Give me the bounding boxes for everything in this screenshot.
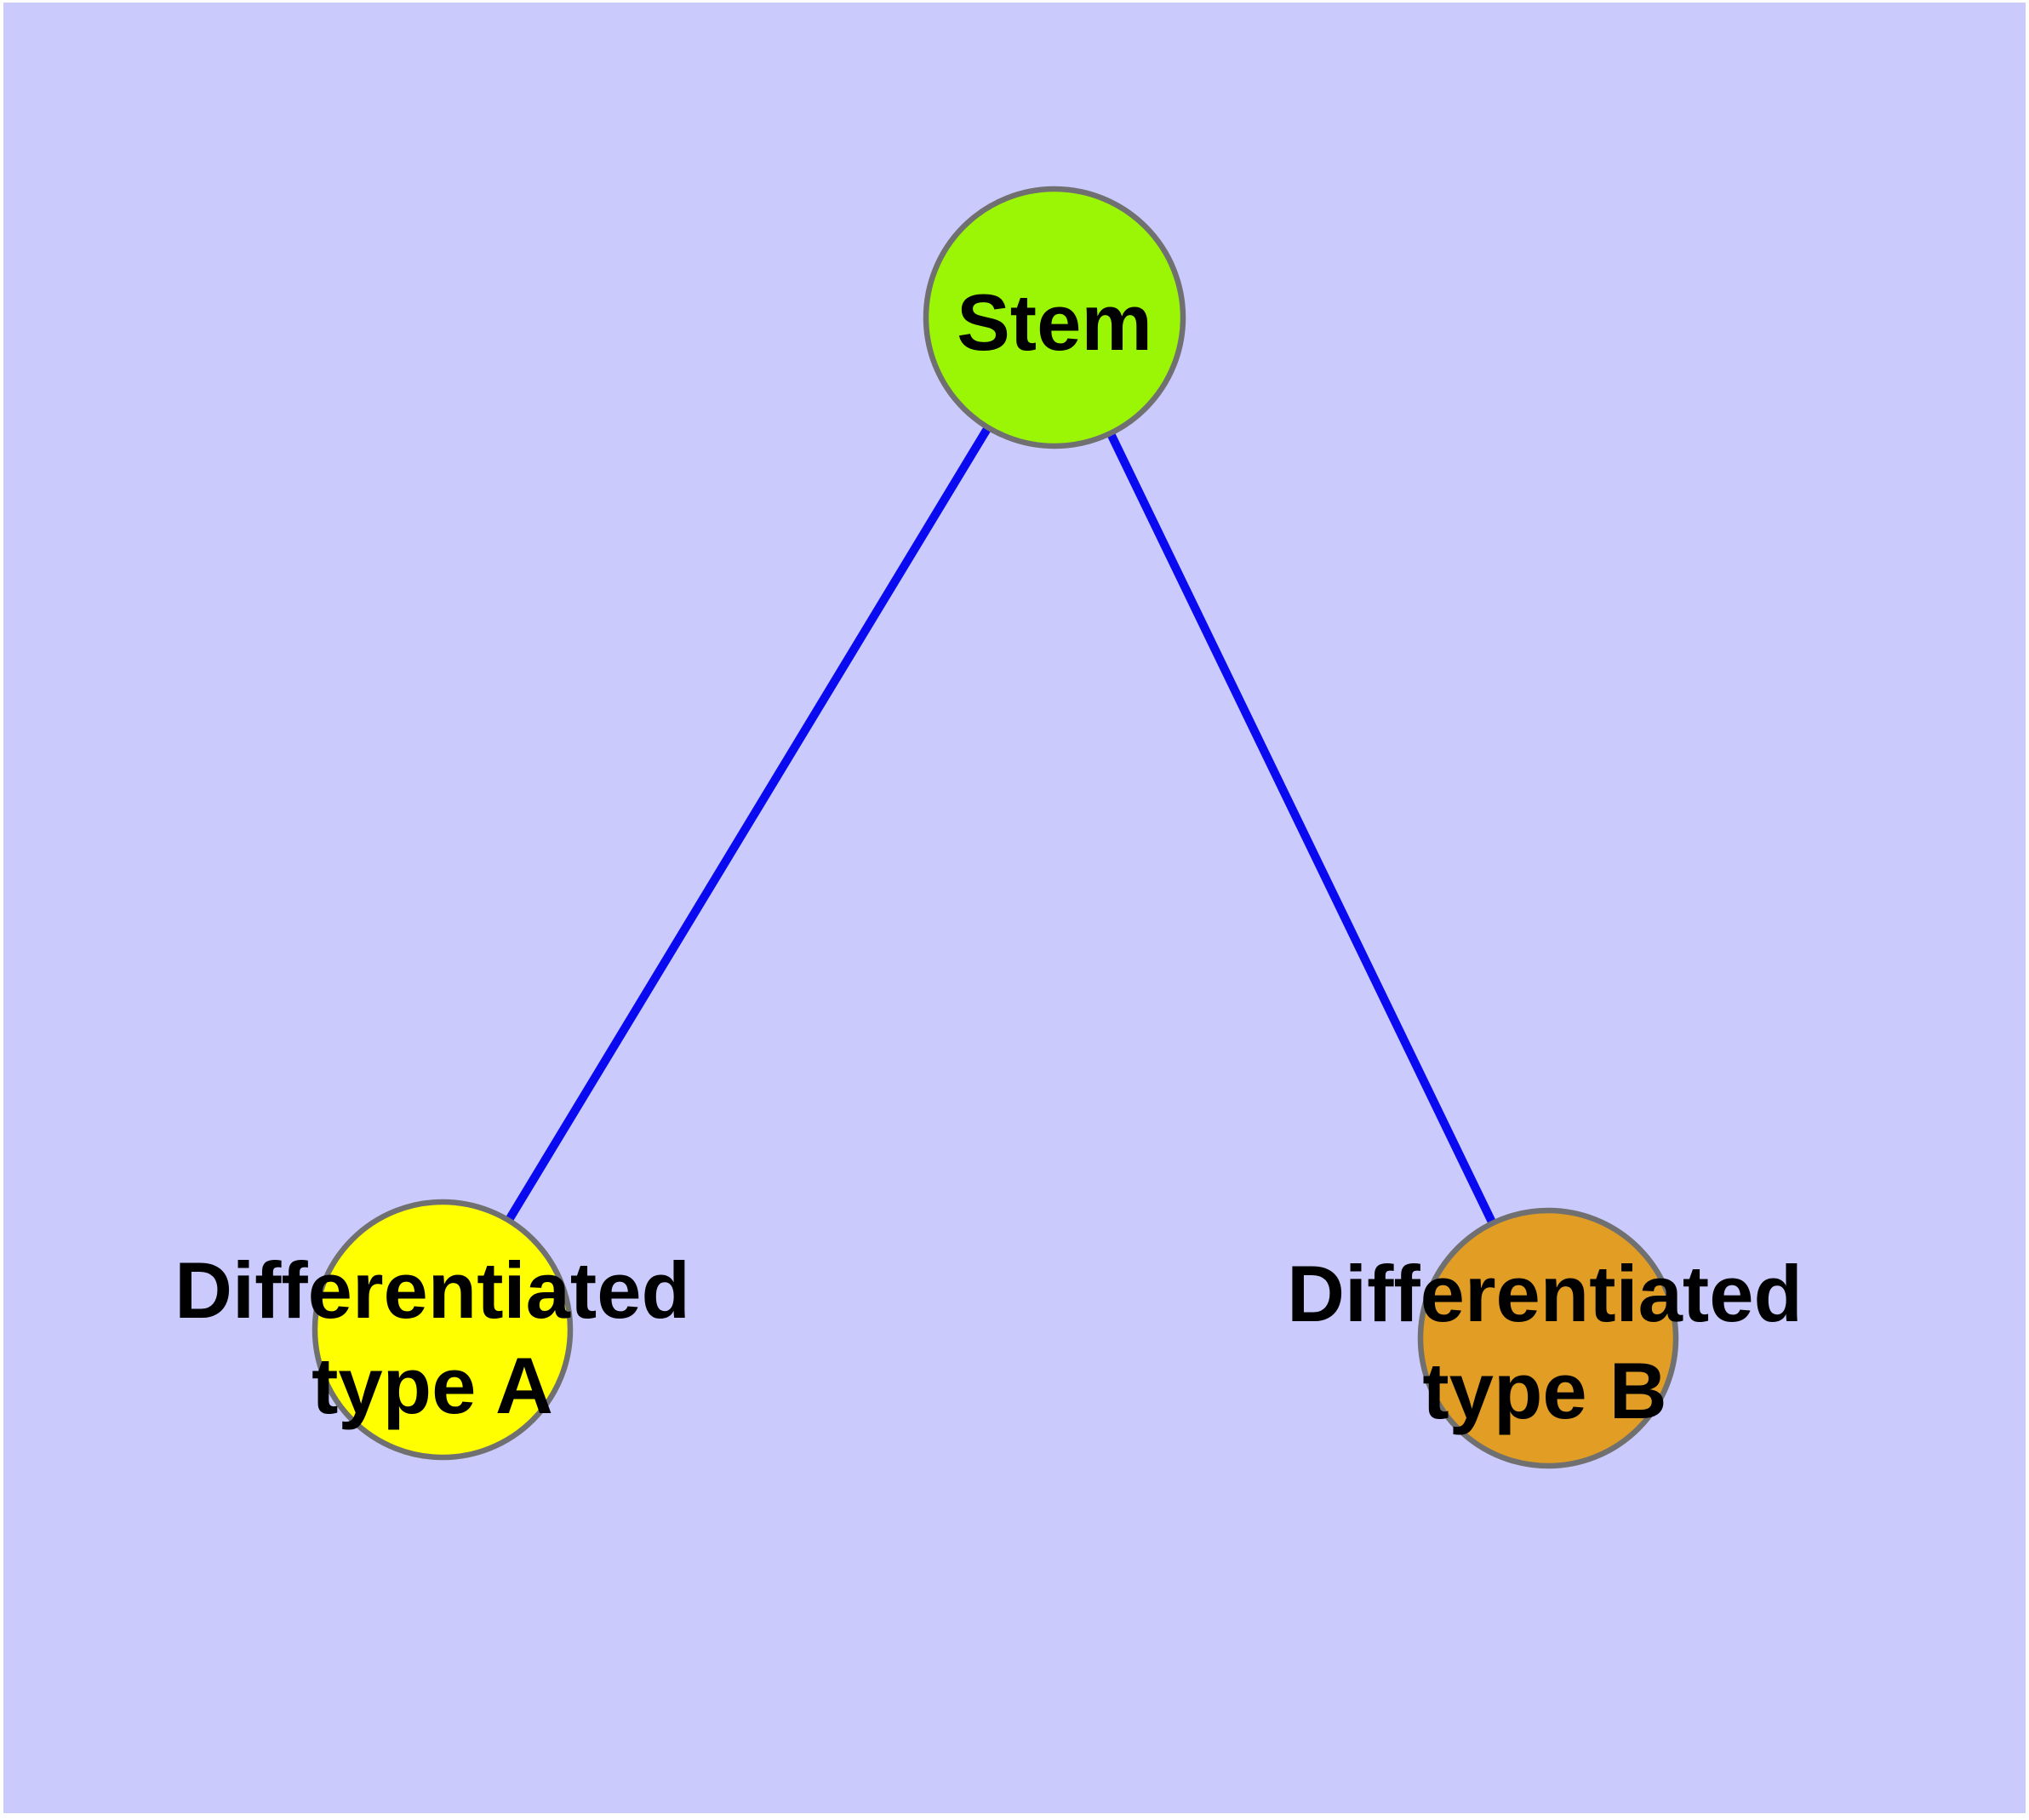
node-stem-label: Stem <box>957 278 1152 367</box>
node-differentiated-type-b-label-line2: type B <box>1422 1346 1666 1435</box>
edge-stem-to-type-a <box>438 315 1059 1332</box>
node-differentiated-type-b-circle <box>1417 1207 1679 1469</box>
node-differentiated-type-a-label-line2: type A <box>311 1341 553 1430</box>
node-differentiated-type-a-circle <box>311 1199 574 1461</box>
node-differentiated-type-a-label-line1: Differentiated <box>174 1245 690 1335</box>
node-differentiated-type-b-label-line1: Differentiated <box>1287 1249 1803 1338</box>
node-stem-circle <box>923 186 1186 449</box>
node-stem-label-line1: Stem <box>957 278 1152 367</box>
edge-stem-to-type-b <box>1050 315 1552 1341</box>
